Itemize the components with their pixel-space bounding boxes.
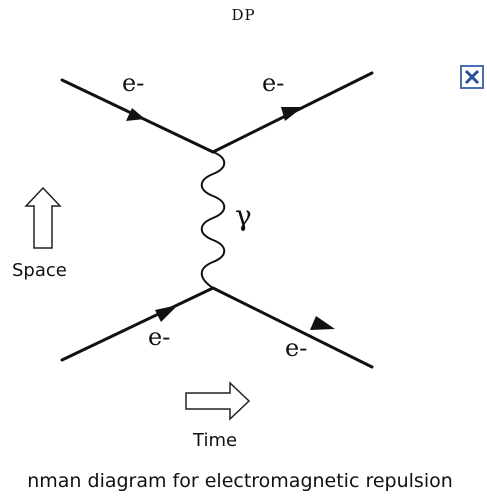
arrowhead-top-right [281,107,303,121]
label-e-top-left: e- [122,69,144,97]
broken-image-icon [460,65,484,89]
arrowhead-top-left [126,108,145,121]
incoming-electron-bottom-line [60,286,215,362]
arrowhead-bottom-left [155,305,178,322]
label-photon: γ [235,199,252,232]
photon-propagator [200,151,226,289]
label-space: Space [12,260,67,281]
arrowhead-bottom-right [310,316,335,330]
space-arrow-icon [24,186,62,249]
label-time: Time [192,430,237,451]
outgoing-electron-bottom-line [211,286,374,369]
label-e-bottom-left: e- [148,323,170,351]
label-e-bottom-right: e- [285,334,307,362]
figure-caption: nman diagram for electromagnetic repulsi… [27,470,453,492]
time-arrow-icon [185,381,251,421]
page-header: DP [231,6,256,24]
label-e-top-right: e- [262,69,284,97]
